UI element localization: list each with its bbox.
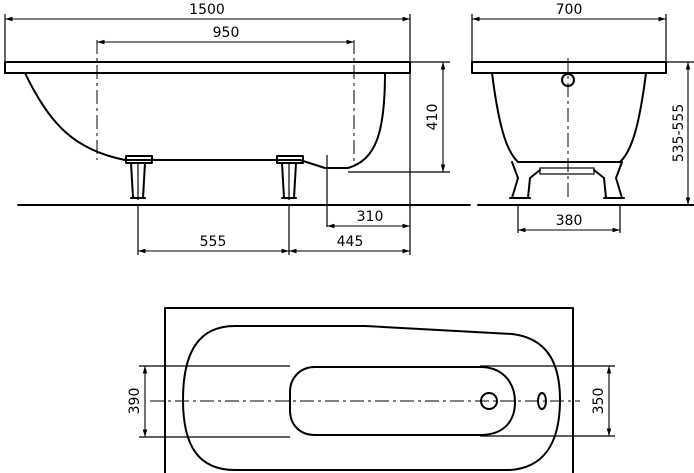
- dim-leg-to-end-label: 445: [337, 234, 364, 250]
- side-rim: [4, 61, 411, 74]
- dim-legs-width-label: 380: [556, 213, 583, 229]
- dim-length-label: 1500: [189, 2, 225, 18]
- end-legs: [509, 161, 625, 199]
- side-leg-right: [276, 155, 304, 200]
- top-outer-rim: [164, 307, 574, 473]
- dim-width-label: 700: [556, 2, 583, 18]
- dim-drain-offset-label: 310: [357, 209, 384, 225]
- top-bottom-well: [289, 366, 516, 436]
- dim-inner-length-label: 950: [213, 25, 240, 41]
- top-view: 390 350: [127, 307, 615, 473]
- side-tub-body: [24, 72, 386, 169]
- dim-height-rim-label: 410: [425, 104, 441, 131]
- end-tub-body: [491, 72, 647, 163]
- side-view: 1500 950 410 310 555 445: [4, 2, 471, 255]
- end-view: 700 535-555 380: [471, 2, 694, 233]
- dim-height-total-label: 535-555: [671, 104, 687, 163]
- dim-legs-spacing-label: 555: [200, 234, 227, 250]
- side-leg-left: [125, 155, 153, 200]
- end-rim: [471, 61, 667, 74]
- dim-inner-width-right-label: 350: [591, 388, 607, 415]
- dim-inner-width-left-label: 390: [127, 388, 143, 415]
- top-inner-basin: [182, 325, 561, 471]
